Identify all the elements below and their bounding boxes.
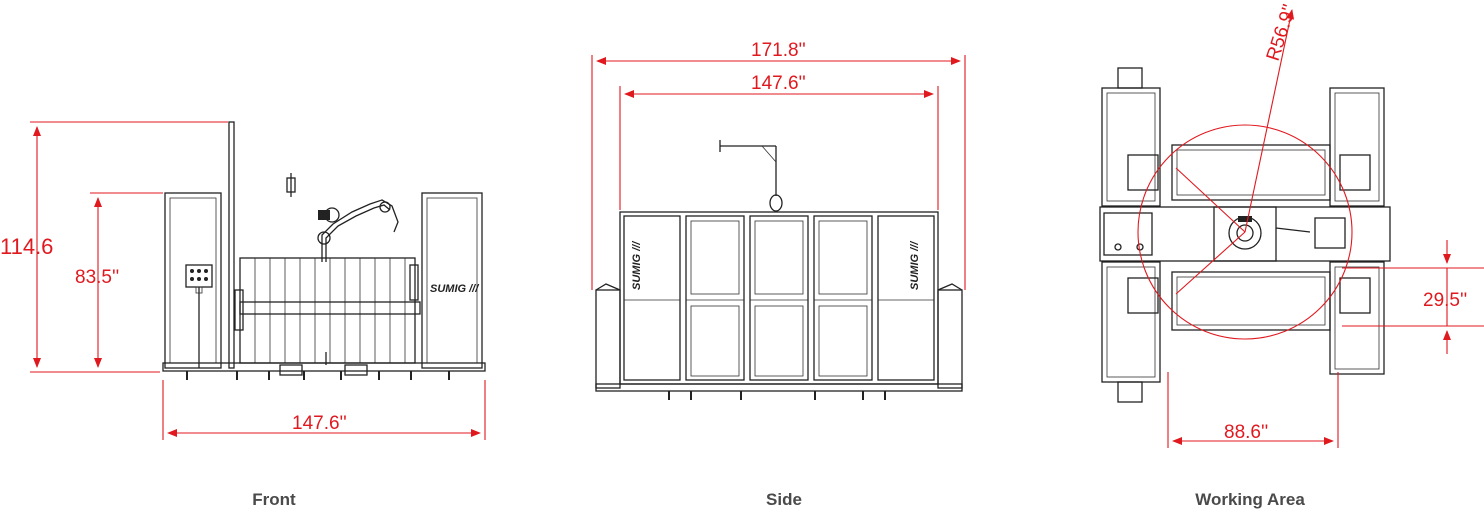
- working-area-offset-label: 29.5'': [1423, 290, 1467, 311]
- front-view-caption: Front: [252, 490, 296, 509]
- working-area-view: R56.9'' 29.5'' 88.6'': [1099, 2, 1484, 448]
- front-height-cell-label: 83.5'': [75, 267, 119, 288]
- front-dimension-lines: [30, 121, 486, 440]
- side-view: SUMIG /// SUMIG /// 171.8'' 147.6'': [591, 40, 966, 400]
- svg-text:SUMIG ///: SUMIG ///: [909, 240, 921, 290]
- working-area-caption: Working Area: [1195, 490, 1305, 509]
- svg-text:SUMIG ///: SUMIG ///: [430, 283, 480, 295]
- working-area-width-label: 88.6'': [1224, 422, 1268, 443]
- working-area-radius-label: R56.9'': [1263, 2, 1301, 64]
- side-inner-width-label: 147.6'': [751, 73, 806, 94]
- working-area-machine-drawing: [1099, 67, 1391, 403]
- front-machine-drawing: SUMIG ///: [162, 121, 486, 380]
- front-height-overall-label: 114.6: [0, 234, 53, 259]
- side-machine-drawing: SUMIG /// SUMIG ///: [595, 140, 963, 400]
- working-area-dimension-lines: [1137, 9, 1484, 448]
- front-width-label: 147.6'': [292, 413, 347, 434]
- side-overall-width-label: 171.8'': [751, 40, 806, 61]
- svg-text:SUMIG ///: SUMIG ///: [631, 240, 643, 290]
- side-view-caption: Side: [766, 490, 802, 509]
- front-view: SUMIG /// 114.6 83.5'': [0, 121, 486, 440]
- side-dimension-lines: [591, 55, 966, 290]
